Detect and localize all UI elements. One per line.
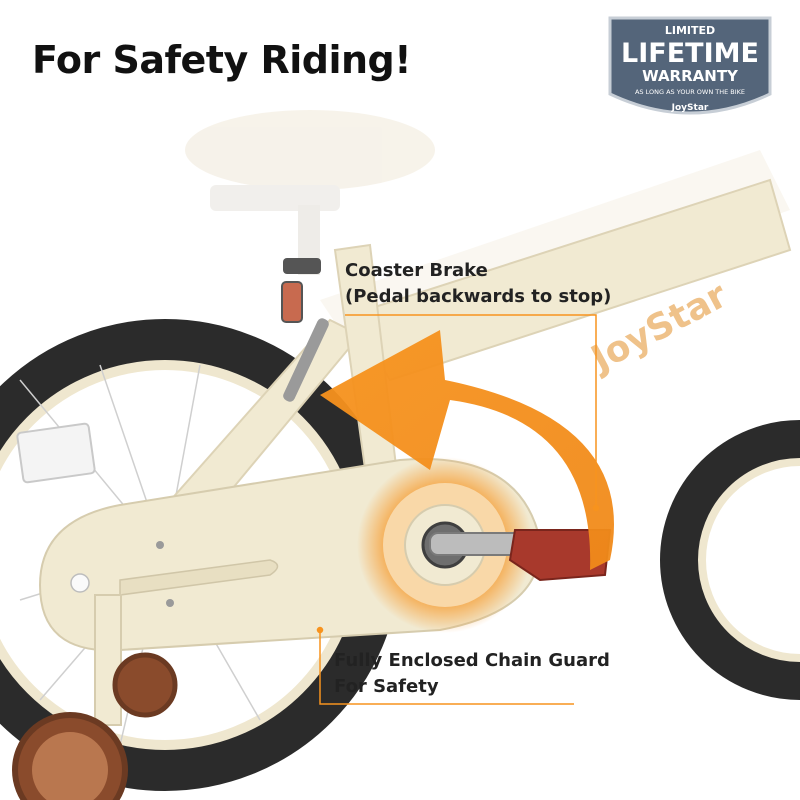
chain-guard-note: For Safety <box>334 676 439 697</box>
guard-leader-line <box>316 626 574 705</box>
chain-guard-title: Fully Enclosed Chain Guard <box>334 650 610 671</box>
badge-condition-text: AS LONG AS YOUR OWN THE BIKE <box>635 88 745 96</box>
coaster-brake-note: (Pedal backwards to stop) <box>345 286 612 307</box>
brake-leader-line <box>345 314 600 512</box>
badge-brand-text: JoyStar <box>671 103 709 113</box>
crank-hub <box>357 457 533 633</box>
faded-seat <box>185 110 435 275</box>
coaster-brake-callout: Coaster Brake (Pedal backwards to stop) <box>345 258 611 310</box>
badge-warranty-text: WARRANTY <box>642 67 739 85</box>
coaster-brake-title: Coaster Brake <box>345 260 488 281</box>
badge-lifetime-text: LIFETIME <box>621 38 759 69</box>
training-wheel <box>12 594 178 800</box>
chain-guard-callout: Fully Enclosed Chain Guard For Safety <box>334 648 610 700</box>
backpedal-arrow <box>320 330 614 570</box>
front-wheel <box>660 420 800 700</box>
warranty-badge: LIMITED LIFETIME WARRANTY AS LONG AS YOU… <box>608 16 772 115</box>
badge-limited-text: LIMITED <box>665 24 715 37</box>
page-headline: For Safety Riding! <box>32 38 412 82</box>
